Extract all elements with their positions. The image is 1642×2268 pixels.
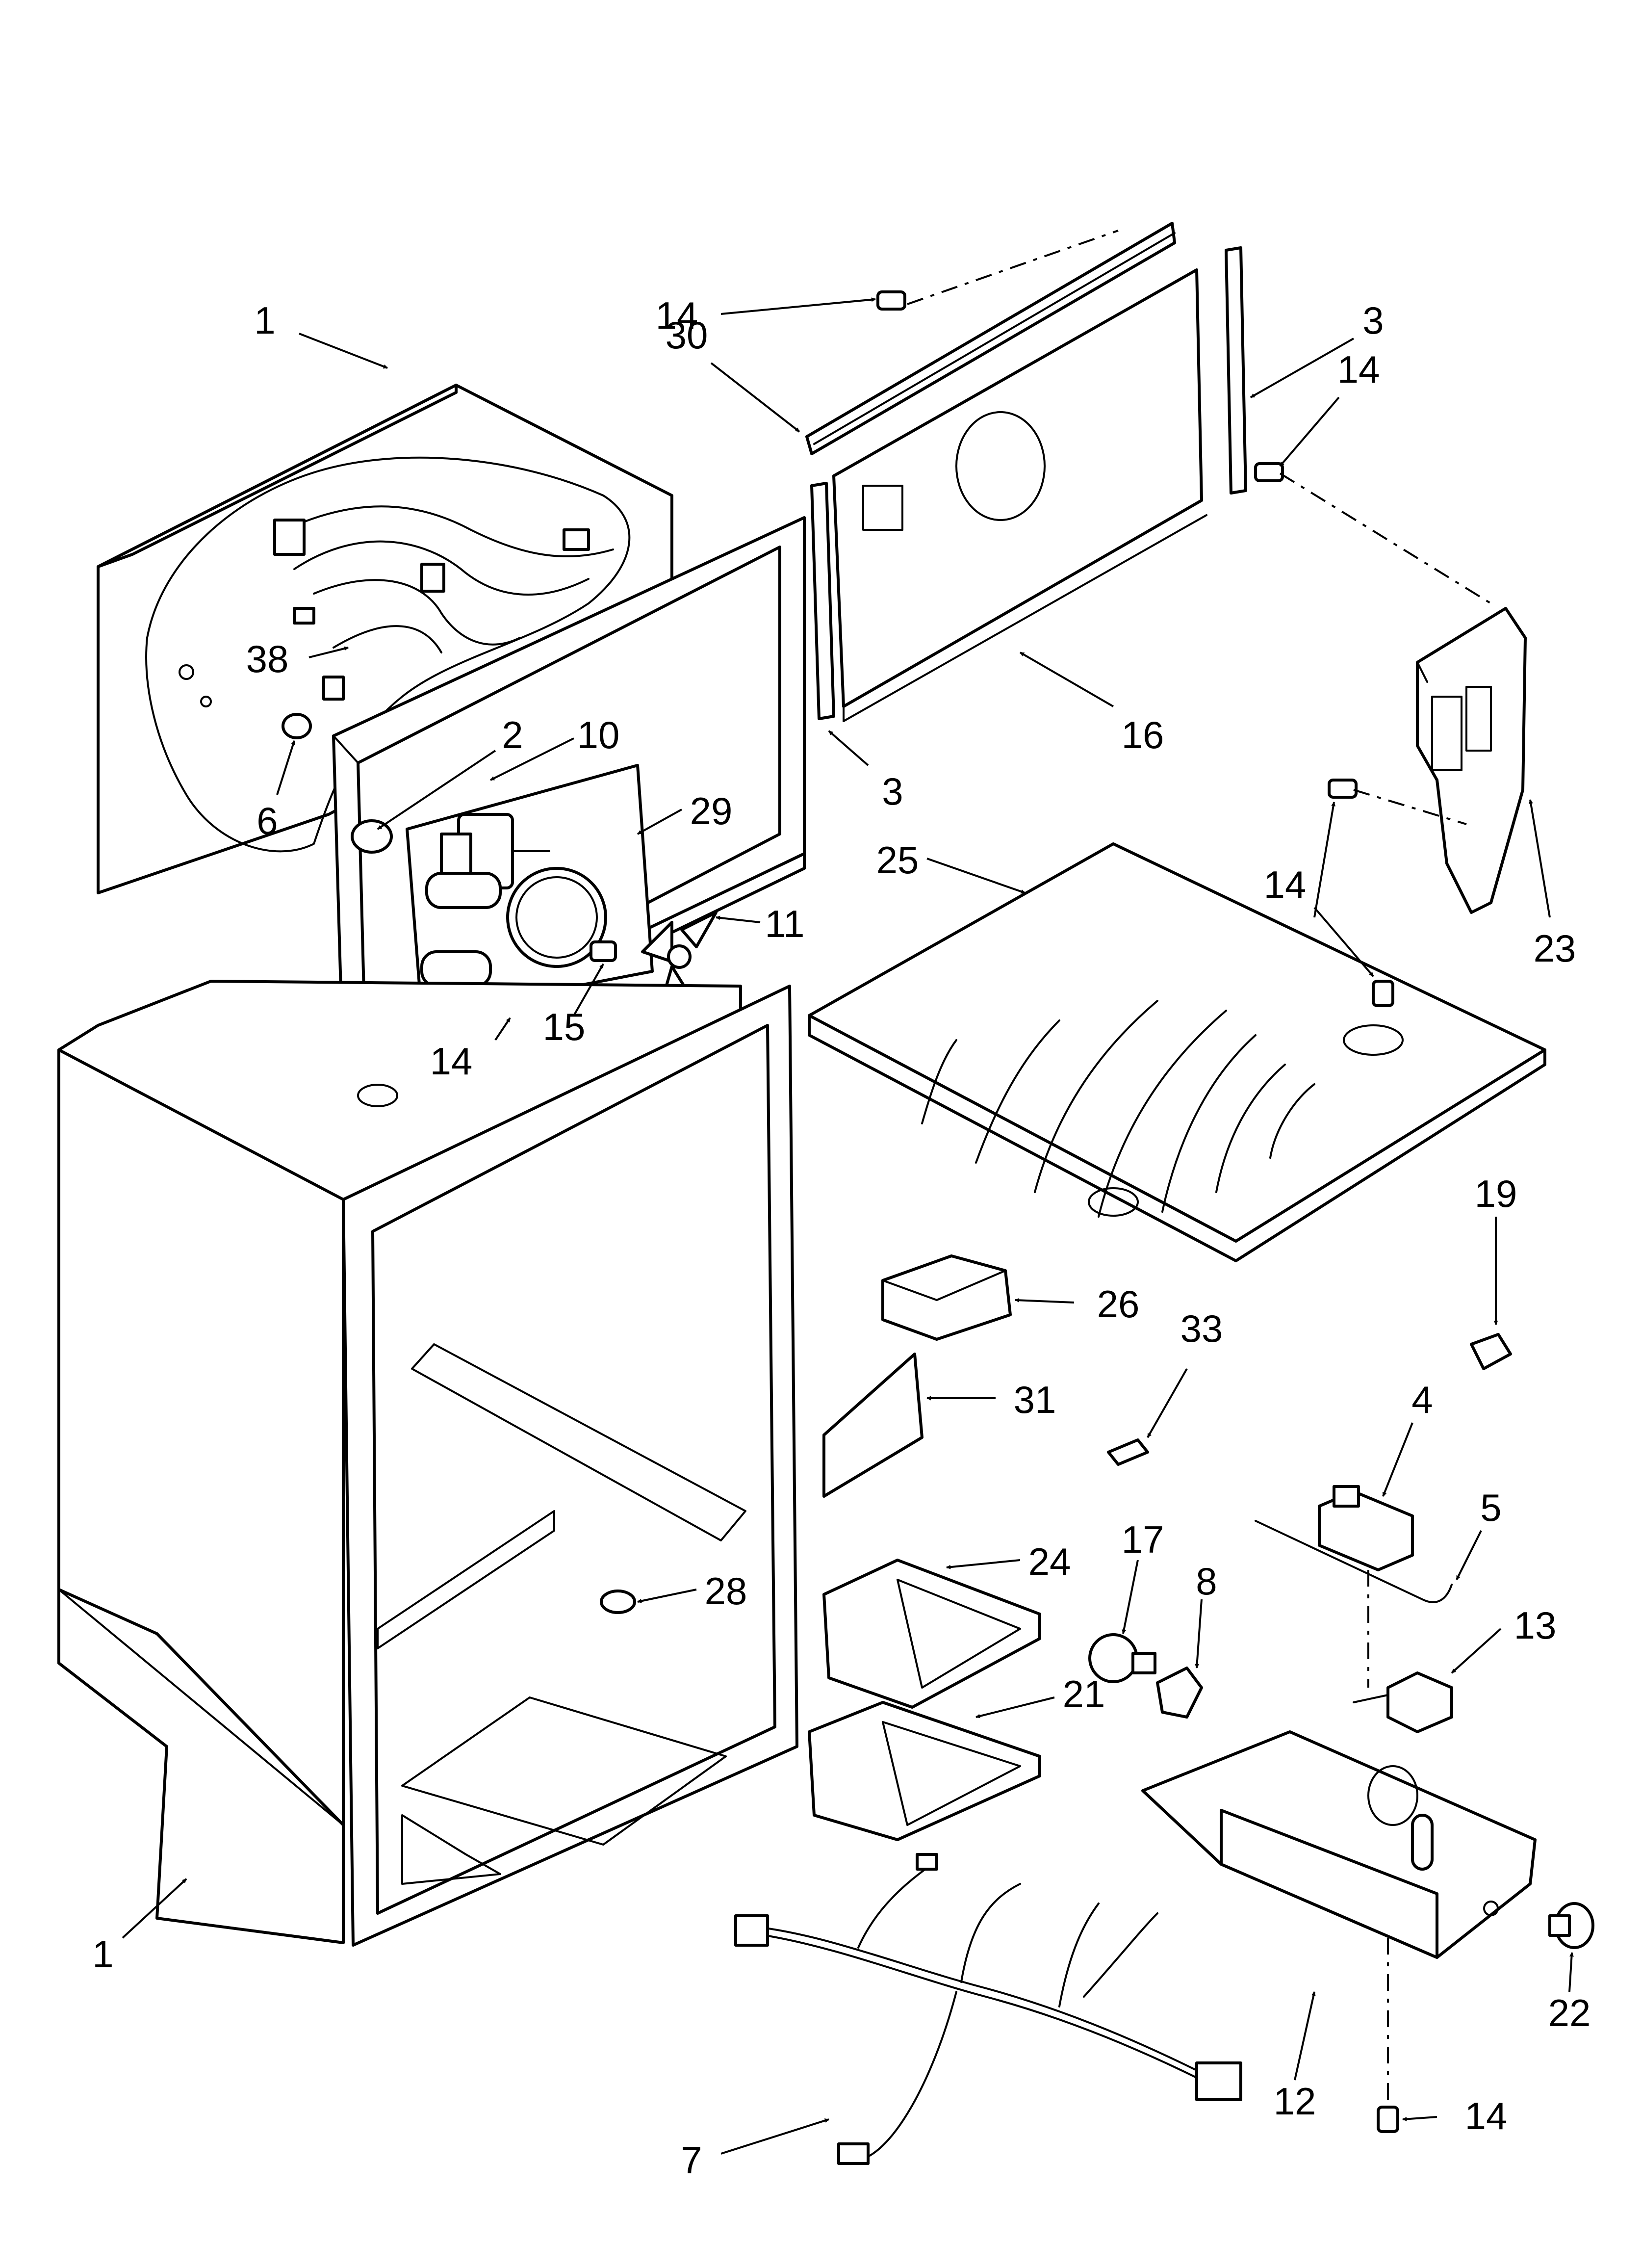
thermostat-part: [1353, 1671, 1453, 1733]
control-knob-part: [1548, 1902, 1594, 1949]
control-part: [1318, 1485, 1414, 1571]
callout-14-duct: 14: [1264, 863, 1307, 906]
fan-bracket-clips-part: [420, 872, 502, 988]
callout-23: 23: [1534, 927, 1576, 970]
callout-38: 38: [246, 637, 289, 680]
callout-17: 17: [1122, 1518, 1164, 1561]
lower-harness-part: [734, 1853, 1242, 2165]
shelf-cover-part: [808, 842, 1546, 1262]
refrigerator-liner-part: [57, 980, 798, 1947]
motor-spacer-part: [351, 819, 393, 854]
freezer-cabinet-part: [97, 384, 673, 894]
callout-4: 4: [1411, 1378, 1433, 1421]
sensing-tube-part: [1255, 1520, 1453, 1603]
clip-part: [1107, 1438, 1149, 1466]
upper-bracket-part: [822, 1559, 1041, 1709]
callout-5: 5: [1480, 1486, 1501, 1529]
callout-8: 8: [1196, 1560, 1217, 1603]
callout-12: 12: [1274, 2080, 1316, 2123]
callout-6: 6: [257, 799, 278, 842]
callout-14-top: 14: [656, 294, 698, 337]
callout-21: 21: [1063, 1672, 1105, 1716]
callout-2: 2: [502, 713, 523, 756]
grommet-part: [282, 713, 312, 739]
evaporator-cover-part: [832, 268, 1207, 722]
control-housing-part: [1141, 1730, 1537, 1959]
callout-labels: 1 1 2 3 3 4 5 6 7 8 10 11 12 13 14 14 14…: [92, 294, 1591, 2182]
callout-10: 10: [577, 713, 620, 756]
light-bulb-part: [1088, 1633, 1156, 1683]
callout-25: 25: [876, 838, 919, 882]
gasket-part: [810, 246, 1247, 720]
callout-28: 28: [705, 1569, 747, 1613]
callout-7: 7: [681, 2138, 702, 2182]
wiring-harness-part: [273, 505, 614, 701]
mounting-plate-part: [822, 1353, 924, 1498]
callout-14-bottom: 14: [1465, 2094, 1508, 2138]
channel-part: [805, 222, 1176, 455]
switch-part: [1470, 1333, 1512, 1370]
damper-part: [881, 1254, 1012, 1341]
callout-11: 11: [765, 902, 805, 945]
callout-leaders: [122, 297, 1574, 2155]
callout-31: 31: [1014, 1378, 1056, 1421]
callout-33: 33: [1180, 1307, 1223, 1350]
callout-24: 24: [1028, 1540, 1071, 1583]
callout-14-right: 14: [1337, 348, 1380, 391]
callout-14-frame: 14: [430, 1040, 473, 1083]
duct-cover-part: [1416, 607, 1527, 914]
callout-3-upper: 3: [1362, 299, 1384, 342]
loose-screws-part: [876, 290, 1399, 2133]
callout-29: 29: [690, 789, 733, 833]
callout-26: 26: [1097, 1282, 1140, 1326]
callout-1-lower: 1: [92, 1932, 113, 1976]
callout-15: 15: [543, 1005, 586, 1048]
callout-19: 19: [1475, 1172, 1517, 1215]
lamp-socket-part: [1156, 1667, 1203, 1719]
callout-1-upper: 1: [254, 299, 275, 342]
lower-bracket-part: [808, 1701, 1041, 1841]
callout-22: 22: [1548, 1991, 1591, 2034]
callout-3-lower: 3: [882, 770, 903, 813]
callout-13: 13: [1514, 1604, 1557, 1647]
callout-16: 16: [1122, 713, 1164, 756]
alignment-lines: [907, 230, 1492, 2105]
callout-30: 30: [666, 313, 708, 357]
